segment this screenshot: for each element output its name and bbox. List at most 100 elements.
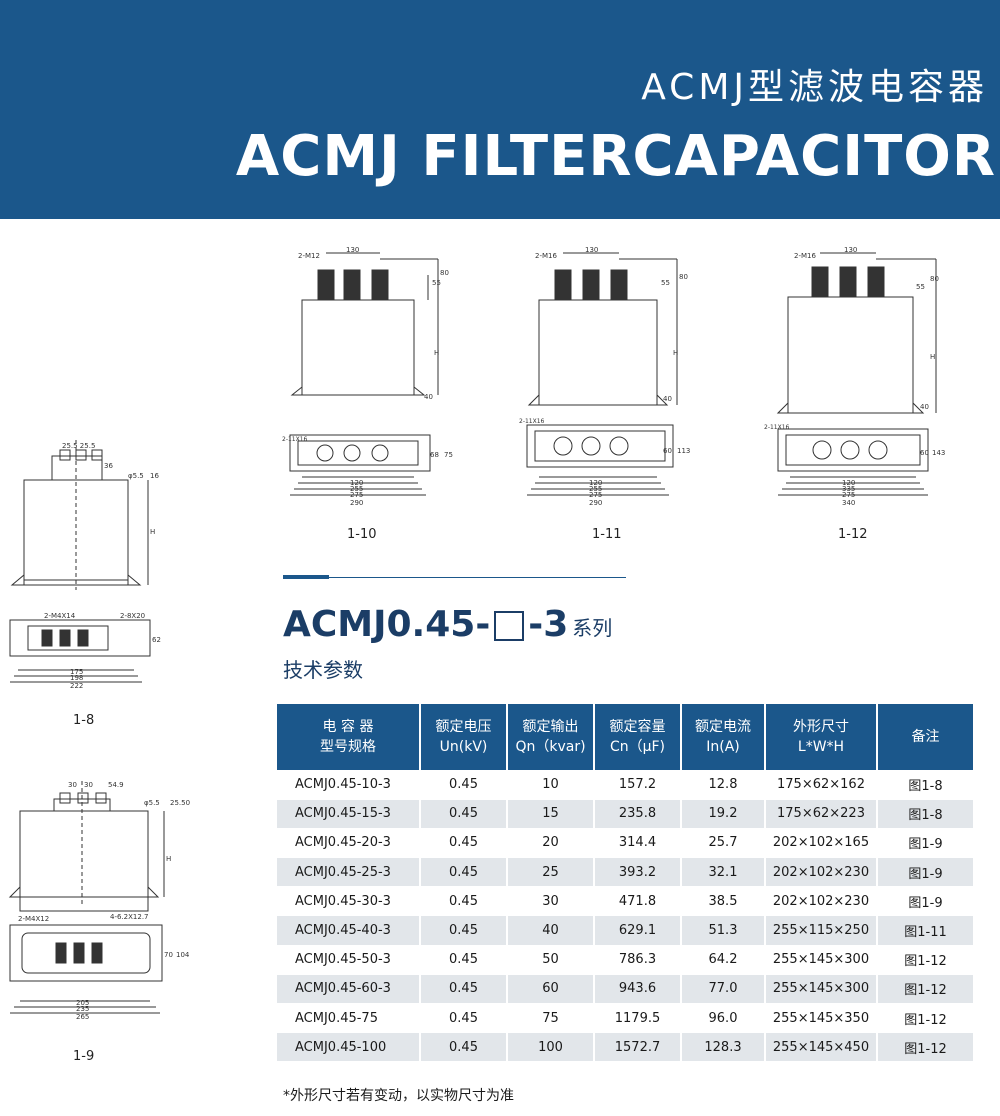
table-cell: 图1-9 [877,857,973,888]
series-suffix: -3 [528,604,569,645]
section-divider-accent [283,575,329,579]
dim-255: 255 [350,485,363,493]
table-cell: 0.45 [420,1003,508,1034]
column-header-line: 额定容量 [609,719,666,735]
dim-phi55: φ5.5 [128,472,144,480]
table-cell: 255×145×300 [765,945,878,975]
column-header: 外形尺寸 L*W*H [765,704,878,770]
dim-30: 30 [84,781,93,789]
column-header-line: 型号规格 [320,739,376,755]
table-cell: 图1-12 [877,945,973,975]
dim-60: 60 [920,449,929,457]
table-cell: 20 [507,828,595,859]
drawing-1-11: 2-M16 130 55 80 H 40 60 113 2-11X16 120 … [519,246,690,507]
table-cell: 25 [507,857,595,888]
table-cell: 786.3 [594,945,682,975]
table-cell: 32.1 [681,857,766,888]
dim-55: 55 [916,283,925,291]
dim-75: 75 [444,451,453,459]
dim-120: 120 [589,479,602,487]
dim-120: 120 [350,479,363,487]
series-prefix: ACMJ0.45- [283,604,491,645]
title-en: ACMJ FILTERCAPACITOR [235,124,996,189]
drawing-1-12: 2-M16 130 55 80 H 40 60 143 2-11X16 120 … [764,246,945,507]
column-header-line: L*W*H [797,739,845,755]
dim-m16: 2-M16 [535,252,557,260]
table-cell: 0.45 [420,857,508,888]
dim-40: 40 [663,395,672,403]
dim-235: 235 [76,1005,89,1013]
table-cell: ACMJ0.45-10-3 [277,770,421,800]
dim-80: 80 [679,273,688,281]
footnote: *外形尺寸若有变动，以实物尺寸为准 [283,1088,514,1104]
column-header-line: 额定电流 [695,719,751,735]
dim-80: 80 [440,269,449,277]
dim-54-9: 54.9 [108,781,124,789]
table-cell: 30 [507,886,595,917]
dim-30: 30 [68,781,77,789]
dim-222: 222 [70,682,83,690]
column-header-line: 外形尺寸 [793,719,849,735]
dim-290: 290 [350,499,363,507]
dim-275: 275 [842,491,855,499]
dim-265: 265 [76,1013,89,1021]
table-cell: ACMJ0.45-30-3 [277,886,421,917]
table-cell: 60 [507,974,595,1005]
table-cell: 0.45 [420,886,508,917]
table-cell: 图1-11 [877,915,973,946]
table-cell: 0.45 [420,945,508,975]
table-cell: 0.45 [420,828,508,859]
dim-40: 40 [920,403,929,411]
table-cell: ACMJ0.45-100 [277,1032,421,1063]
table-cell: 64.2 [681,945,766,975]
dim-slot: 2-11X16 [764,424,790,431]
dim-340: 340 [842,499,855,507]
table-cell: 175×62×223 [765,799,878,829]
table-cell: 图1-8 [877,799,973,829]
dim-255: 255 [589,485,602,493]
dim-slot: 2-11X16 [519,418,545,425]
table-cell: 255×145×450 [765,1032,878,1063]
table-cell: 471.8 [594,886,682,917]
table-cell: 0.45 [420,1032,508,1063]
dim-130: 130 [585,246,598,254]
table-cell: 0.45 [420,799,508,829]
dim-275: 275 [350,491,363,499]
table-cell: ACMJ0.45-75 [277,1003,421,1034]
table-cell: 12.8 [681,770,766,800]
table-cell: 255×145×300 [765,974,878,1005]
dim-25-50: 25.50 [170,799,190,807]
dim-60: 60 [663,447,672,455]
dim-62: 62 [152,636,161,644]
dim-slot: 2-11X16 [282,436,308,443]
dim-205: 205 [76,999,89,1007]
dim-55: 55 [432,279,441,287]
column-header: 电 容 器型号规格 [277,704,421,770]
table-cell: 235.8 [594,799,682,829]
table-cell: 1572.7 [594,1032,682,1063]
dim-h: H [150,528,155,536]
dim-175: 175 [70,668,83,676]
dim-25-5: 25.5 25.5 [62,442,95,450]
dim-130: 130 [844,246,857,254]
table-cell: 175×62×162 [765,770,878,800]
table-cell: 255×145×350 [765,1003,878,1034]
table-cell: 202×102×230 [765,886,878,917]
dim-m12: 2-M12 [298,252,320,260]
table-cell: 255×115×250 [765,915,878,946]
table-cell: 943.6 [594,974,682,1005]
table-cell: 图1-8 [877,770,973,800]
spec-subtitle: 技术参数 [283,658,363,682]
table-cell: 0.45 [420,770,508,800]
